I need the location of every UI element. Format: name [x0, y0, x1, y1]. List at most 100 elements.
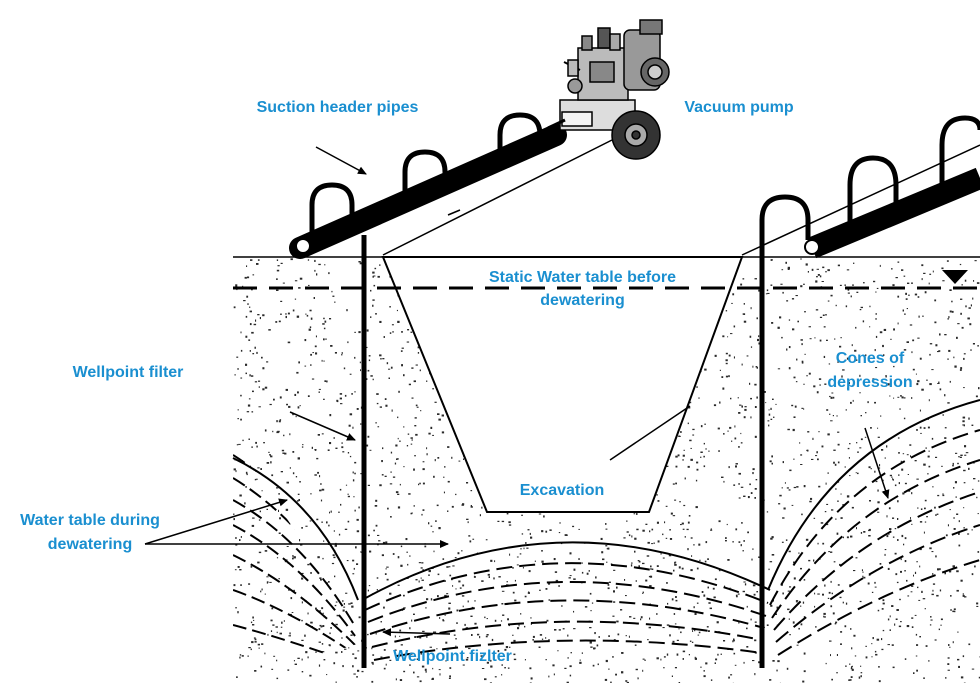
soil-dot: [703, 594, 706, 597]
soil-dot: [329, 442, 332, 445]
soil-dot: [399, 635, 401, 637]
soil-dot: [590, 646, 593, 648]
soil-dot: [468, 535, 471, 537]
soil-dot: [520, 548, 522, 550]
soil-dot: [916, 644, 919, 646]
soil-dot: [675, 482, 677, 485]
soil-dot: [528, 570, 531, 573]
soil-dot: [692, 428, 695, 431]
soil-dot: [803, 283, 805, 285]
soil-dot: [391, 409, 393, 412]
soil-dot: [771, 554, 775, 556]
soil-dot: [719, 369, 721, 371]
soil-dot: [931, 369, 934, 371]
soil-dot: [825, 523, 829, 526]
soil-dot: [586, 572, 589, 575]
soil-dot: [882, 344, 884, 348]
soil-dot: [280, 262, 283, 264]
soil-dot: [977, 513, 979, 515]
soil-dot: [968, 643, 971, 646]
soil-dot: [887, 618, 890, 621]
soil-dot: [766, 624, 769, 626]
soil-dot: [638, 565, 640, 567]
soil-dot: [394, 649, 397, 651]
soil-dot: [858, 676, 861, 679]
soil-dot: [354, 331, 356, 333]
soil-dot: [266, 361, 269, 363]
soil-dot: [682, 454, 685, 457]
soil-dot: [264, 386, 268, 389]
soil-dot: [372, 271, 375, 274]
soil-dot: [803, 579, 806, 581]
soil-dot: [923, 272, 926, 274]
soil-dot: [352, 573, 355, 575]
soil-dot: [743, 313, 746, 315]
soil-dot: [904, 313, 906, 315]
soil-dot: [887, 383, 890, 386]
soil-dot: [874, 586, 877, 588]
soil-dot: [877, 489, 879, 492]
soil-dot: [420, 410, 422, 412]
soil-dot: [278, 420, 281, 423]
soil-dot: [770, 259, 773, 261]
soil-dot: [714, 354, 717, 357]
soil-dot: [250, 259, 253, 261]
soil-dot: [819, 384, 821, 386]
soil-dot: [391, 324, 394, 326]
soil-dot: [795, 601, 798, 603]
soil-dot: [945, 677, 947, 679]
soil-dot: [307, 395, 310, 397]
soil-dot: [975, 395, 978, 398]
soil-dot: [938, 628, 940, 631]
soil-dot: [919, 548, 922, 551]
soil-dot: [792, 621, 795, 624]
soil-dot: [635, 580, 637, 582]
soil-dot: [513, 653, 516, 656]
soil-dot: [261, 588, 263, 591]
soil-dot: [301, 572, 304, 574]
soil-dot: [822, 314, 825, 316]
soil-dot: [512, 591, 515, 594]
soil-dot: [309, 520, 312, 522]
soil-dot: [422, 482, 425, 485]
soil-dot: [441, 431, 445, 434]
soil-dot: [845, 409, 847, 411]
soil-dot: [377, 534, 380, 536]
soil-dot: [900, 395, 902, 397]
soil-dot: [524, 595, 527, 598]
soil-dot: [594, 647, 596, 650]
soil-dot: [735, 594, 738, 597]
soil-dot: [581, 562, 583, 564]
soil-dot: [916, 429, 918, 431]
soil-dot: [725, 540, 727, 542]
soil-dot: [915, 373, 917, 375]
soil-dot: [679, 435, 681, 437]
soil-dot: [924, 608, 926, 610]
soil-dot: [572, 525, 575, 528]
soil-dot: [893, 328, 895, 331]
soil-dot: [874, 470, 876, 473]
soil-dot: [233, 513, 235, 515]
soil-dot: [656, 521, 659, 524]
soil-dot: [372, 378, 374, 381]
soil-dot: [474, 600, 476, 602]
soil-dot: [320, 626, 323, 628]
soil-dot: [971, 573, 974, 576]
soil-dot: [862, 575, 864, 578]
soil-dot: [245, 486, 247, 488]
soil-dot: [875, 318, 877, 320]
soil-dot: [769, 460, 772, 463]
soil-dot: [245, 363, 248, 366]
soil-dot: [270, 619, 273, 622]
soil-dot: [832, 612, 835, 615]
soil-dot: [949, 380, 951, 383]
soil-dot: [695, 506, 698, 509]
soil-dot: [347, 495, 350, 498]
soil-dot: [675, 596, 677, 598]
soil-dot: [782, 592, 784, 595]
soil-dot: [900, 621, 902, 623]
soil-dot: [291, 612, 294, 613]
soil-dot: [879, 331, 883, 334]
soil-dot: [410, 512, 413, 515]
